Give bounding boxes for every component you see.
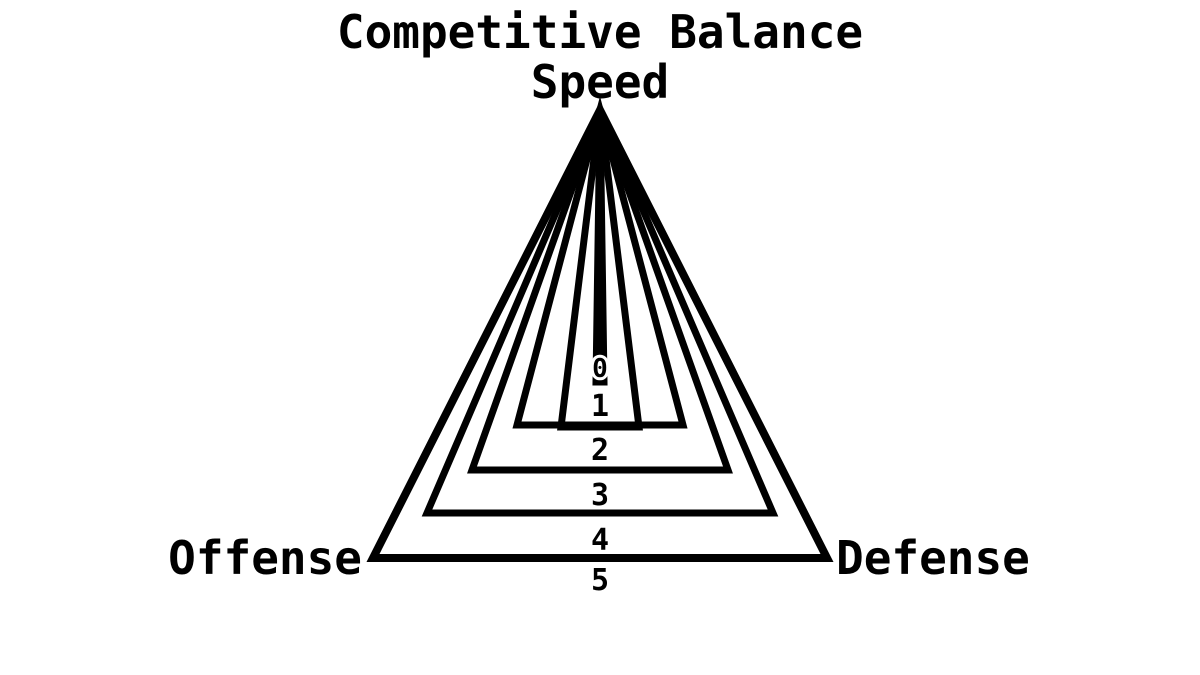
tick-label-5: 5 [591, 563, 609, 598]
grid-ring-2 [467, 99, 733, 474]
axis-label-offense: Offense [168, 531, 362, 585]
tick-label-4: 4 [591, 523, 609, 558]
axis-label-defense: Defense [836, 531, 1030, 585]
axis-label-speed: Speed [531, 55, 669, 109]
tick-label-2: 2 [591, 433, 609, 468]
tick-label-3: 3 [591, 478, 609, 513]
grid-ring-3 [421, 101, 779, 517]
tick-label-0: 0 [592, 354, 608, 384]
spoke-offense [369, 108, 604, 560]
tick-label-1: 1 [591, 389, 609, 424]
grid-ring-1b [512, 96, 688, 429]
radial-tick-labels: 0 1 2 3 4 5 [588, 351, 612, 601]
page-title: Competitive Balance [337, 5, 863, 59]
radar-spokes [369, 108, 831, 560]
spoke-defense [596, 108, 831, 560]
